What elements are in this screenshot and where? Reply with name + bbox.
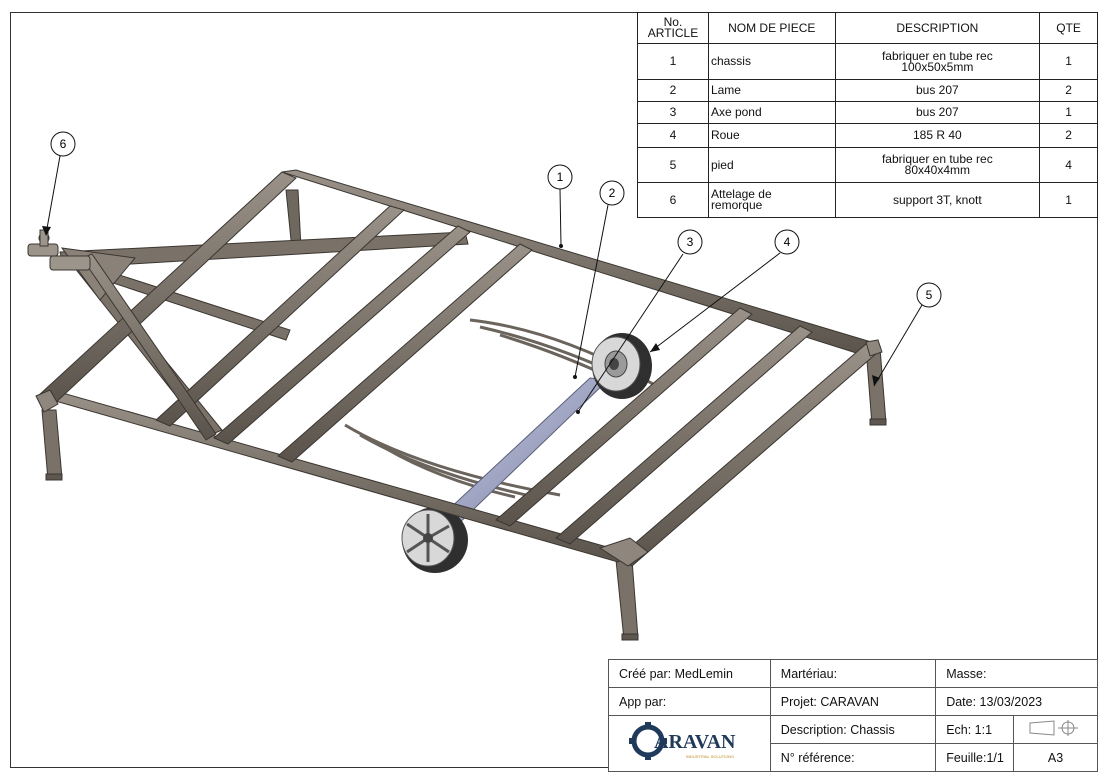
wheel-rear	[591, 333, 652, 399]
corner-plates	[35, 339, 883, 567]
scale: Ech: 1:1	[935, 715, 1015, 744]
svg-text:6: 6	[60, 137, 67, 151]
gear-logo-icon: ARAVAN INDUSTRIAL SOLUTIONS	[629, 722, 736, 760]
balloon-6: 6	[50, 131, 76, 157]
coupling-hitch	[27, 229, 91, 271]
created-by: Créé par: MedLemin	[608, 659, 771, 688]
bom-header-row: No.ARTICLE NOM DE PIECE DESCRIPTION QTE	[637, 12, 1098, 44]
bom-cell-no: 6	[637, 182, 709, 218]
bom-cell-name: Lame	[707, 79, 836, 102]
leg-front-left	[41, 409, 63, 481]
balloon-3: 3	[677, 229, 703, 255]
project: Projet: CARAVAN	[769, 687, 937, 716]
bom-cell-description: support 3T, knott	[834, 182, 1041, 218]
approved-by: App par:	[608, 687, 771, 716]
description: Description: Chassis	[769, 715, 937, 744]
svg-text:2: 2	[609, 186, 616, 200]
bom-cell-qty: 2	[1039, 123, 1098, 148]
sheet-number: Feuille:1/1	[935, 743, 1015, 772]
balloon-5: 5	[916, 282, 942, 308]
bom-cell-name: chassis	[707, 43, 836, 80]
wheel-front	[401, 507, 468, 573]
company-logo: ARAVAN INDUSTRIAL SOLUTIONS	[608, 715, 771, 772]
leader-lines	[45, 155, 923, 413]
svg-text:ARAVAN: ARAVAN	[654, 731, 736, 753]
bom-cell-no: 5	[637, 147, 709, 183]
main-frame	[36, 169, 879, 567]
bill-of-materials: No.ARTICLE NOM DE PIECE DESCRIPTION QTE …	[637, 12, 1098, 218]
svg-text:5: 5	[926, 288, 933, 302]
bom-cell-no: 4	[637, 123, 709, 148]
drawing-sheet-border	[10, 12, 1098, 768]
bom-cell-qty: 2	[1039, 79, 1098, 102]
bom-row: 4 Roue 185 R 40 2	[637, 123, 1098, 148]
paper-format: A3	[1013, 743, 1098, 772]
svg-text:4: 4	[784, 235, 791, 249]
bom-cell-name: Axe pond	[707, 101, 836, 124]
balloon-1: 1	[547, 164, 573, 190]
title-block: Créé par: MedLemin Martériau: Masse: App…	[608, 659, 1098, 772]
leaf-spring-front	[344, 423, 561, 500]
balloon-2: 2	[599, 180, 625, 206]
bom-cell-name: pied	[707, 147, 836, 183]
bom-cell-description: bus 207	[834, 79, 1041, 102]
balloon-4: 4	[774, 229, 800, 255]
bom-cell-qty: 1	[1039, 182, 1098, 218]
bom-cell-name: Roue	[707, 123, 836, 148]
bom-cell-no: 3	[637, 101, 709, 124]
projection-icon	[1029, 720, 1078, 736]
bom-cell-description: bus 207	[834, 101, 1041, 124]
leader-arrowheads	[42, 226, 880, 414]
date: Date: 13/03/2023	[935, 687, 1098, 716]
svg-text:1: 1	[557, 170, 564, 184]
bom-cell-description: 185 R 40	[834, 123, 1041, 148]
bom-header-name: NOM DE PIECE	[707, 12, 836, 44]
bom-header-qty: QTE	[1039, 12, 1098, 44]
bom-cell-qty: 1	[1039, 43, 1098, 80]
material: Martériau:	[769, 659, 937, 688]
svg-text:INDUSTRIAL SOLUTIONS: INDUSTRIAL SOLUTIONS	[686, 754, 734, 759]
bom-header-description: DESCRIPTION	[834, 12, 1041, 44]
svg-text:3: 3	[687, 235, 694, 249]
leg-front-right	[615, 559, 639, 641]
bom-row: 3 Axe pond bus 207 1	[637, 101, 1098, 124]
bom-cell-no: 1	[637, 43, 709, 80]
bom-cell-qty: 4	[1039, 147, 1098, 183]
bom-cell-no: 2	[637, 79, 709, 102]
bom-row: 2 Lame bus 207 2	[637, 79, 1098, 102]
bom-header-article: No.ARTICLE	[637, 12, 709, 44]
projection-symbol	[1013, 715, 1098, 744]
bom-cell-qty: 1	[1039, 101, 1098, 124]
mass: Masse:	[935, 659, 1098, 688]
reference: N° référence:	[769, 743, 937, 772]
